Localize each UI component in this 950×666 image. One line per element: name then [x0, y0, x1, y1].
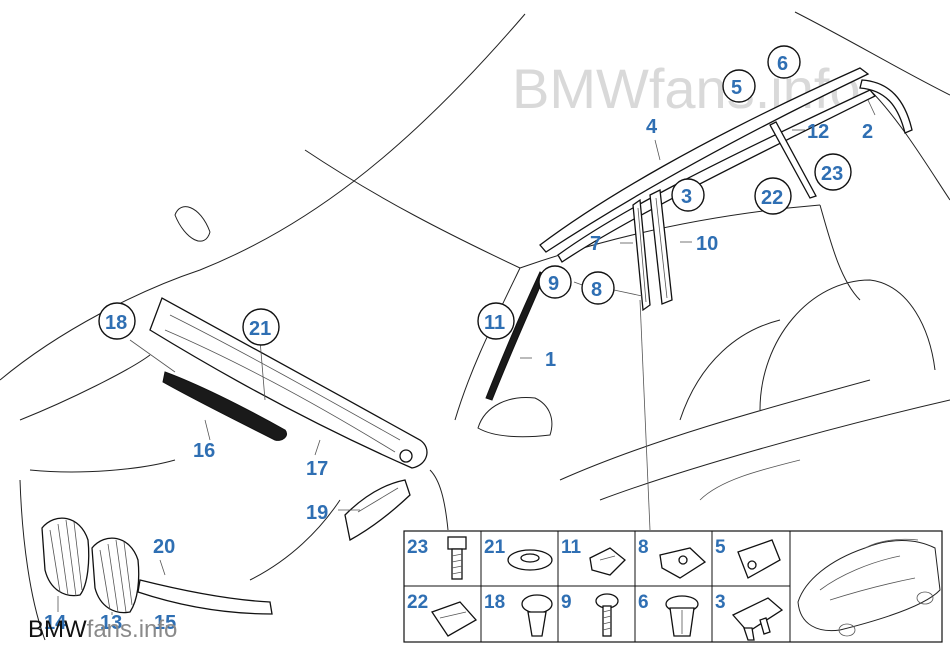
callout-21: 21	[249, 318, 271, 340]
clip-icon	[737, 539, 781, 579]
callout-3: 3	[681, 186, 692, 208]
plain-labels: 4 12 2 7 10 1 16 17 19 20 15 13 14	[44, 116, 873, 634]
callout-6: 6	[777, 53, 788, 75]
callout-17: 17	[306, 458, 328, 480]
car-thumbnail-icon	[797, 538, 941, 637]
table-cell-label: 5	[715, 537, 726, 558]
roof-trim-parts	[485, 67, 913, 401]
clip-icon	[659, 547, 707, 579]
fastener-table: 23 21 11 8 5 22 18 9 6 3	[403, 530, 943, 643]
table-cell-label: 22	[407, 592, 428, 613]
cowl-parts	[137, 297, 428, 615]
table-cell-label: 6	[638, 592, 649, 613]
bolt-icon	[447, 536, 467, 580]
kidney-grilles	[41, 517, 140, 614]
callout-labels: 5 6 3 22 23 9 8 11 18 21	[98, 45, 852, 346]
callout-5: 5	[731, 77, 742, 99]
callout-23: 23	[821, 163, 843, 185]
callout-15: 15	[154, 612, 176, 634]
clip-icon	[731, 597, 784, 641]
table-cell-label: 21	[484, 537, 506, 558]
watermark-bottom: BMWfans.info	[28, 616, 177, 643]
table-cell-label: 18	[484, 592, 505, 613]
callout-18: 18	[105, 312, 127, 334]
table-cell-label: 9	[561, 592, 572, 613]
callout-19: 19	[306, 502, 328, 524]
callout-20: 20	[153, 536, 175, 558]
clip-icon	[589, 547, 626, 576]
table-cell-label: 23	[407, 537, 428, 558]
watermark-top: BMWfans.info	[512, 57, 861, 120]
grommet-icon	[521, 594, 553, 637]
callout-1: 1	[545, 349, 556, 371]
table-cell-label: 11	[561, 537, 582, 558]
callout-4: 4	[646, 116, 658, 138]
watermark-site: fans.info	[87, 616, 178, 643]
callout-7: 7	[590, 233, 601, 255]
bracket-icon	[430, 601, 478, 637]
table-cell-label: 3	[715, 592, 726, 613]
callout-11: 11	[484, 312, 505, 334]
callout-9: 9	[548, 273, 559, 295]
table-cell-label: 8	[638, 537, 649, 558]
callout-16: 16	[193, 440, 215, 462]
callout-13: 13	[100, 612, 122, 634]
callout-10: 10	[696, 233, 718, 255]
callout-22: 22	[761, 187, 783, 209]
leader-lines	[57, 99, 876, 615]
watermark-brand: BMW	[28, 616, 87, 643]
screw-icon	[595, 593, 619, 637]
callout-12: 12	[807, 121, 829, 143]
callout-14: 14	[44, 612, 67, 634]
expansion-nut-icon	[665, 595, 699, 637]
callout-8: 8	[591, 279, 602, 301]
washer-icon	[507, 549, 553, 571]
callout-2: 2	[862, 121, 873, 143]
